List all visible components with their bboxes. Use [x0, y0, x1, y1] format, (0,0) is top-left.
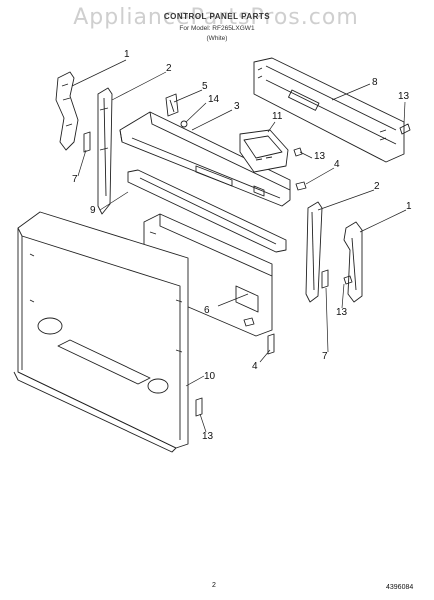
left-end-cap [55, 71, 79, 151]
control-console [119, 111, 291, 207]
electronic-control [239, 129, 289, 173]
part-number: 4396084 [386, 584, 414, 591]
callout-13-bottom: 13 [202, 431, 214, 442]
callout-7-right: 7 [322, 351, 328, 362]
screw-13-bottom [195, 397, 203, 417]
callout-6: 6 [204, 305, 210, 316]
callout-1-left: 1 [124, 49, 130, 60]
screw-13-mid [293, 147, 303, 157]
screw-4-mid [295, 181, 307, 191]
code-line: (White) [206, 35, 228, 42]
right-clip [321, 269, 329, 289]
screw-13-top [399, 123, 411, 135]
callout-13-top: 13 [398, 91, 410, 102]
left-clip [83, 131, 91, 153]
screw-14 [180, 120, 188, 128]
leader-lines [71, 59, 407, 433]
callout-4-bottom: 4 [252, 361, 258, 372]
callout-8: 8 [372, 77, 378, 88]
callout-9: 9 [90, 205, 96, 216]
callout-7-left: 7 [72, 174, 78, 185]
callout-14: 14 [208, 94, 220, 105]
back-panel [13, 211, 189, 453]
screw-4-bottom [243, 317, 275, 355]
callout-3: 3 [234, 101, 240, 112]
model-line: For Model: RF265LXGW1 [179, 25, 255, 32]
watermark: AppliancePartsPros.com [73, 5, 359, 30]
callout-5: 5 [202, 81, 208, 92]
page-number: 2 [212, 582, 216, 589]
callout-10: 10 [204, 371, 216, 382]
left-side-bracket [97, 87, 113, 215]
trim-strip [127, 169, 287, 253]
diagram-title: CONTROL PANEL PARTS [163, 12, 271, 21]
callout-4-mid: 4 [334, 159, 340, 170]
small-bracket [165, 93, 179, 117]
callout-1-right: 1 [406, 201, 412, 212]
callout-11: 11 [272, 111, 283, 122]
callout-13-right: 13 [336, 307, 348, 318]
callout-13-mid: 13 [314, 151, 326, 162]
right-end-cap [343, 221, 363, 303]
callout-2-left: 2 [166, 63, 172, 74]
screw-13-right [343, 275, 353, 285]
callout-2-right: 2 [374, 181, 380, 192]
backguard-bracket [253, 57, 405, 163]
right-side-bracket [305, 201, 323, 303]
